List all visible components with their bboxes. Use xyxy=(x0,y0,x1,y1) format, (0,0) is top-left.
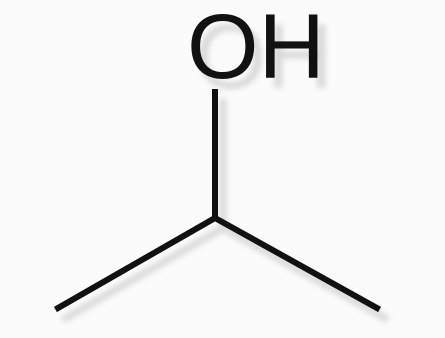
bond-shadow-right xyxy=(218,223,390,323)
bond-shadow-left xyxy=(61,223,228,323)
bond-right xyxy=(210,213,382,313)
bond-layer xyxy=(53,89,382,313)
bond-left xyxy=(53,213,220,313)
hydroxyl-label: OH xyxy=(187,0,325,98)
